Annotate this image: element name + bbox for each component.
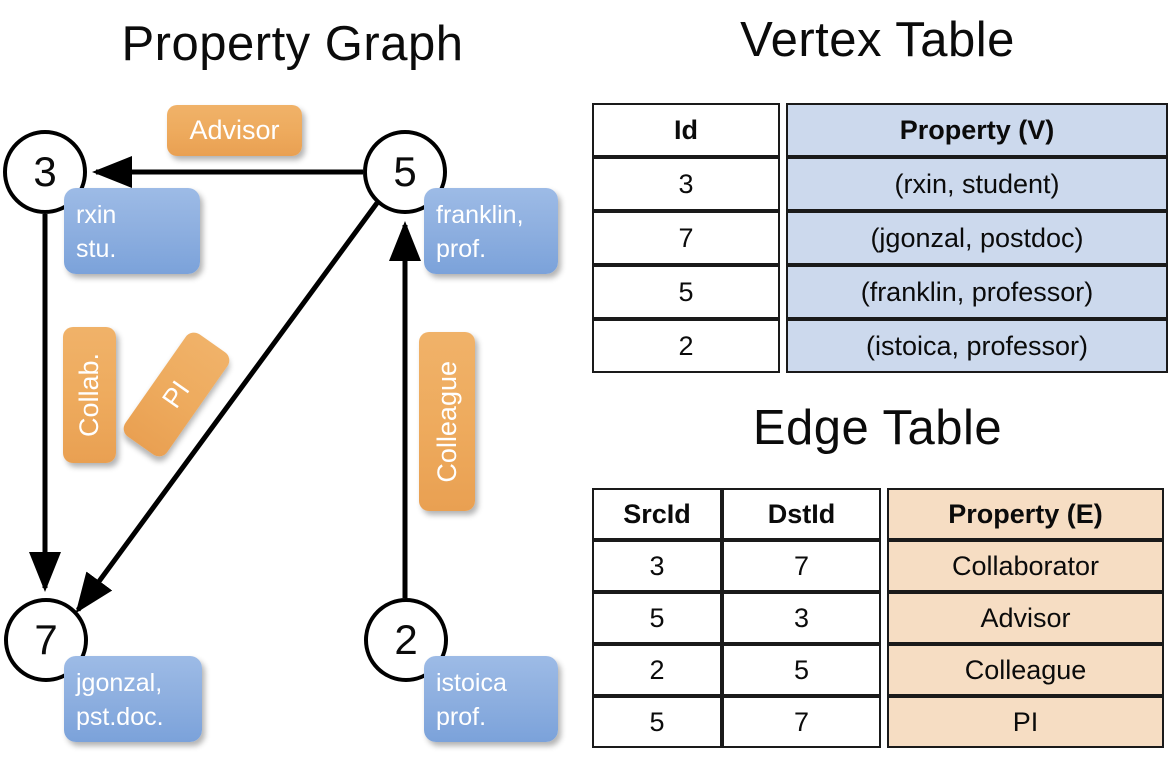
node-property-box-7[interactable]: jgonzal, pst.doc.	[64, 656, 202, 742]
graph-node-2-label: 2	[394, 616, 418, 663]
vertex-cell-property: (rxin, student)	[786, 157, 1168, 211]
graph-node-2[interactable]: 2	[364, 598, 448, 682]
edge-label-colleague[interactable]: Colleague	[419, 332, 475, 511]
edge-table-header-dstid: DstId	[722, 488, 881, 540]
node-property-7-line1: jgonzal,	[76, 669, 163, 697]
edge-label-pi-text: PI	[156, 375, 196, 414]
edge-label-collaborator-text: Collab.	[74, 352, 104, 438]
table-row[interactable]: 2 (istoica, professor)	[592, 319, 1168, 373]
edge-cell-property: PI	[887, 696, 1164, 748]
graph-node-5-label: 5	[393, 148, 417, 195]
vertex-table-header-property: Property (V)	[786, 103, 1168, 157]
edge-table-header-srcid: SrcId	[592, 488, 722, 540]
graph-node-7-label: 7	[34, 616, 58, 663]
vertex-cell-property: (jgonzal, postdoc)	[786, 211, 1168, 265]
edge-arrow-5-to-7	[75, 201, 380, 614]
vertex-table-header-id: Id	[592, 103, 780, 157]
edge-table-header-row: SrcId DstId Property (E)	[592, 488, 1164, 540]
table-row[interactable]: 7 (jgonzal, postdoc)	[592, 211, 1168, 265]
node-property-2-line1: istoica	[436, 669, 507, 697]
edge-label-colleague-text: Colleague	[431, 360, 462, 483]
graph-node-3-label: 3	[33, 148, 57, 195]
edge-cell-dstid: 3	[722, 592, 881, 644]
table-row[interactable]: 5 3 Advisor	[592, 592, 1164, 644]
node-property-7-line2: pst.doc.	[76, 702, 164, 731]
vertex-table-header-row: Id Property (V)	[592, 103, 1168, 157]
edge-cell-dstid: 5	[722, 644, 881, 696]
node-property-5-line2: prof.	[436, 234, 487, 263]
node-property-2-line2: prof.	[436, 702, 487, 731]
graph-edges-layer	[29, 156, 421, 614]
node-property-3-line1: rxin	[76, 201, 117, 229]
vertex-cell-id: 3	[592, 157, 780, 211]
node-property-box-5[interactable]: franklin, prof.	[424, 188, 558, 274]
edge-cell-property: Advisor	[887, 592, 1164, 644]
edge-label-advisor-text: Advisor	[189, 115, 280, 145]
edge-cell-property: Collaborator	[887, 540, 1164, 592]
vertex-cell-id: 2	[592, 319, 780, 373]
table-row[interactable]: 3 7 Collaborator	[592, 540, 1164, 592]
edge-label-advisor[interactable]: Advisor	[167, 105, 302, 156]
edge-cell-srcid: 3	[592, 540, 722, 592]
node-property-3-line2: stu.	[76, 234, 117, 263]
edge-label-collaborator[interactable]: Collab.	[63, 327, 116, 463]
table-row[interactable]: 5 7 PI	[592, 696, 1164, 748]
table-row[interactable]: 2 5 Colleague	[592, 644, 1164, 696]
node-property-box-3[interactable]: rxin stu.	[64, 188, 200, 274]
vertex-cell-property: (istoica, professor)	[786, 319, 1168, 373]
vertex-cell-id: 7	[592, 211, 780, 265]
table-row[interactable]: 5 (franklin, professor)	[592, 265, 1168, 319]
edge-cell-srcid: 5	[592, 592, 722, 644]
edge-cell-property: Colleague	[887, 644, 1164, 696]
edge-table-header-property: Property (E)	[887, 488, 1164, 540]
page-title-edge-table: Edge Table	[752, 401, 1003, 455]
edge-cell-srcid: 2	[592, 644, 722, 696]
edge-cell-dstid: 7	[722, 540, 881, 592]
graph-node-5[interactable]: 5	[363, 130, 447, 214]
table-row[interactable]: 3 (rxin, student)	[592, 157, 1168, 211]
property-graph-diagram: 3 5 7 2 rxin stu. franklin, prof. jgonza…	[3, 105, 558, 742]
edge-cell-srcid: 5	[592, 696, 722, 748]
node-property-5-line1: franklin,	[436, 201, 524, 229]
edge-cell-dstid: 7	[722, 696, 881, 748]
node-property-box-2[interactable]: istoica prof.	[424, 656, 558, 742]
page-title-property-graph: Property Graph	[121, 17, 464, 71]
vertex-cell-id: 5	[592, 265, 780, 319]
vertex-table: Id Property (V) 3 (rxin, student) 7 (jgo…	[592, 103, 1168, 373]
page-title-vertex-table: Vertex Table	[740, 13, 1015, 67]
edge-table: SrcId DstId Property (E) 3 7 Collaborato…	[592, 488, 1164, 748]
vertex-cell-property: (franklin, professor)	[786, 265, 1168, 319]
